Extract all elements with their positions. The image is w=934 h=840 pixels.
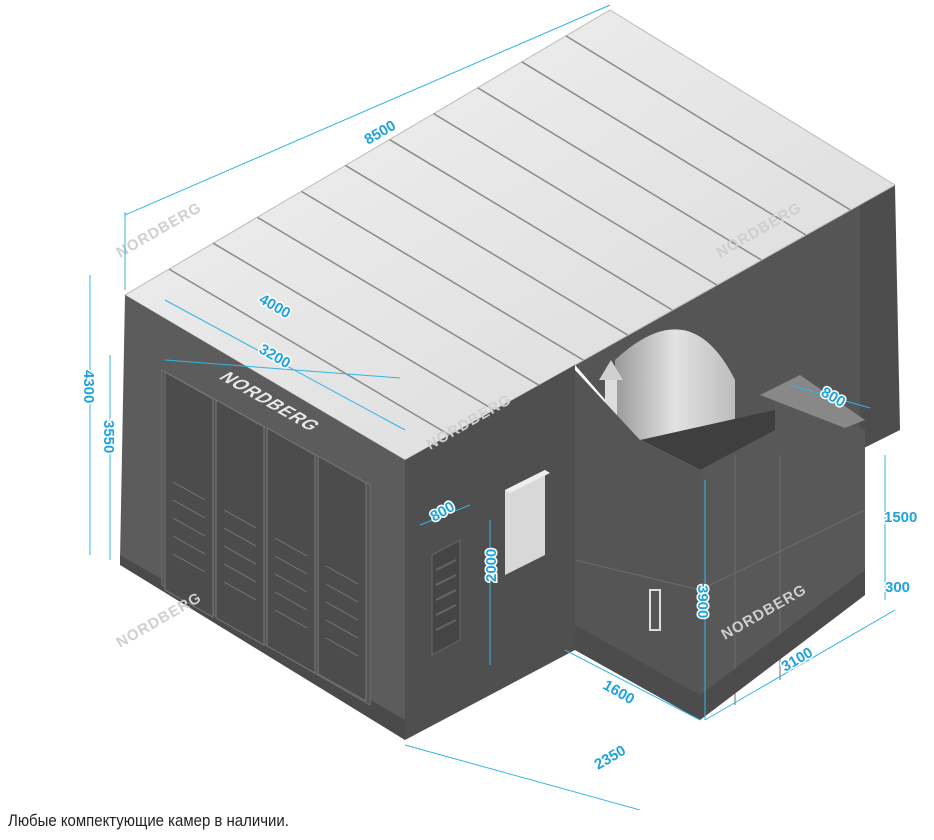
air-duct <box>615 329 735 440</box>
roof-rib <box>389 138 673 311</box>
door-grille <box>274 537 308 557</box>
door-grille <box>274 555 308 575</box>
door-grille <box>325 601 359 621</box>
door-handle[interactable] <box>649 589 661 631</box>
door-grille <box>325 565 359 585</box>
roof-rib <box>345 164 629 336</box>
door-grille <box>172 481 206 501</box>
dim-2000: 2000 <box>483 549 500 582</box>
door-grille <box>274 573 308 593</box>
booth-door[interactable] <box>215 399 265 646</box>
dim-2350: 2350 <box>592 742 629 773</box>
caption: Любые компектующие камер в наличии. <box>8 811 289 830</box>
door-grille <box>223 581 257 601</box>
dim-3900: 3900 <box>694 585 711 618</box>
arrow-up-icon <box>599 360 623 380</box>
spray-booth-drawing: NORDBERG NORDBERG NORDBERG NORDBERG N <box>79 4 919 810</box>
door-grille <box>172 517 206 537</box>
roof-rib <box>256 216 540 386</box>
roof-rib <box>433 112 718 286</box>
door-grille <box>325 637 359 657</box>
door-grille <box>172 499 206 519</box>
door-grille <box>325 583 359 603</box>
dim-3550: 3550 <box>100 420 117 453</box>
door-grille <box>223 527 257 547</box>
dimension-lines <box>89 4 896 810</box>
filter-unit <box>574 370 866 720</box>
dim-1500: 1500 <box>884 509 917 526</box>
booth-door[interactable] <box>164 371 214 618</box>
roof-rib <box>212 242 495 411</box>
roof-rib <box>565 35 851 211</box>
door-grille <box>172 553 206 573</box>
roof-rib <box>477 87 762 261</box>
booth-door[interactable] <box>266 427 316 674</box>
dim-300: 300 <box>885 579 910 596</box>
control-cabinet <box>505 470 545 575</box>
door-grille <box>223 563 257 583</box>
roof <box>124 9 896 461</box>
door-grille <box>274 609 308 629</box>
door-grille <box>172 535 206 555</box>
door-grille <box>325 619 359 639</box>
booth-door[interactable] <box>317 455 367 702</box>
back-wall <box>860 185 900 450</box>
door-grille <box>223 545 257 565</box>
door-grille <box>223 509 257 529</box>
side-door[interactable] <box>431 539 461 656</box>
svg-text:NORDBERG: NORDBERG <box>114 589 205 651</box>
svg-text:NORDBERG: NORDBERG <box>114 199 205 261</box>
dim-4300: 4300 <box>80 370 97 403</box>
roof-rib <box>300 190 584 361</box>
door-grille <box>274 591 308 611</box>
roof-rib <box>521 61 807 236</box>
roof-rib <box>168 268 450 436</box>
